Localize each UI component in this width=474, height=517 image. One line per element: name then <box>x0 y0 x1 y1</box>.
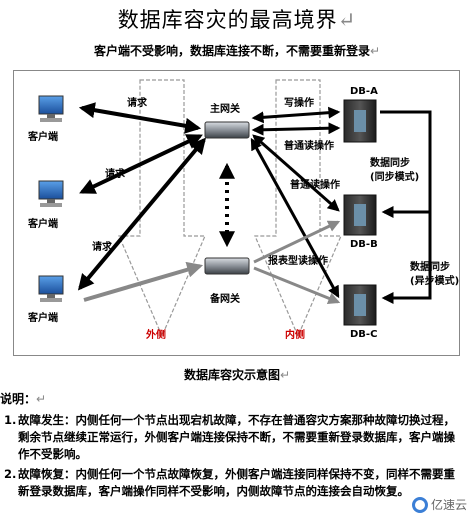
client-2-icon <box>38 180 64 207</box>
client-3-backup-arrow <box>83 261 204 302</box>
request-label-1: 请求 <box>127 98 147 109</box>
note-2-text: 故障恢复：内侧任何一个节点故障恢复，外侧客户端连接同样保持不变，同样不需要重新登… <box>18 467 455 498</box>
normal-read-label-1: 普通读操作 <box>284 141 334 152</box>
note-2-number: 2. <box>4 467 17 481</box>
db-a-label: DB-A <box>350 86 378 97</box>
logo-text: 亿速云 <box>430 498 467 512</box>
client-3-request-arrow <box>77 137 207 291</box>
sync-mode-2: (异步模式) <box>410 276 460 287</box>
db-c-label: DB-C <box>350 329 378 340</box>
request-label-2: 请求 <box>105 169 125 180</box>
logo-icon <box>411 496 428 513</box>
sync-arrow-async <box>381 212 432 304</box>
backup-gateway-label: 备网关 <box>210 294 240 305</box>
backup-gw-arrow-b <box>253 220 341 264</box>
db-b-label: DB-B <box>350 239 378 250</box>
db-b-server-icon <box>343 194 377 236</box>
note-2: 2.故障恢复：内侧任何一个节点故障恢复，外侧客户端连接同样保持不变，同样不需要重… <box>4 466 464 500</box>
main-gateway-icon <box>204 121 250 139</box>
client-1-request-arrow <box>78 102 202 134</box>
db-c-server-icon <box>343 284 377 326</box>
client-3-icon <box>38 275 64 302</box>
sync-label-2: 数据同步 <box>410 262 450 273</box>
write-arrow <box>251 106 341 124</box>
backup-gw-arrow-c <box>253 266 341 304</box>
outer-label: 外侧 <box>146 330 166 341</box>
diagram-canvas <box>38 79 432 338</box>
diagram-caption: 数据库容灾示意图↵ <box>183 368 291 382</box>
sync-mode-1: (同步模式) <box>370 172 420 183</box>
sync-label-1: 数据同步 <box>370 158 410 169</box>
sync-arrow-sync <box>380 110 432 218</box>
page-subtitle: 客户端不受影响，数据库连接不断，不需要重新登录↵ <box>93 44 381 58</box>
note-1-number: 1. <box>4 413 17 427</box>
read-arrow-a <box>251 122 341 136</box>
request-label-3: 请求 <box>92 242 112 253</box>
report-read-arrow <box>250 137 340 299</box>
main-gateway-label: 主网关 <box>210 104 240 115</box>
client-1-icon <box>38 95 64 122</box>
inner-label: 内侧 <box>285 330 305 341</box>
normal-read-label-2: 普通读操作 <box>290 180 340 191</box>
client-label-3: 客户端 <box>28 313 58 324</box>
note-1: 1.故障发生：内侧任何一个节点出现宕机故障，不存在普通容灾方案那种故障切换过程，… <box>4 412 464 463</box>
backup-gateway-icon <box>204 257 250 275</box>
notes-heading: 说明：↵ <box>0 392 47 406</box>
client-label-2: 客户端 <box>28 219 58 230</box>
note-1-text: 故障发生：内侧任何一个节点出现宕机故障，不存在普通容灾方案那种故障切换过程，剩余… <box>18 413 455 461</box>
diagram-frame <box>13 70 460 356</box>
db-a-server-icon <box>343 99 377 143</box>
write-op-label: 写操作 <box>284 98 314 109</box>
watermark-logo: 亿速云 <box>408 494 470 515</box>
report-read-label: 报表型读操作 <box>268 256 328 267</box>
page-title: 数据库容灾的最高境界↵ <box>117 8 357 32</box>
client-label-1: 客户端 <box>28 132 58 143</box>
